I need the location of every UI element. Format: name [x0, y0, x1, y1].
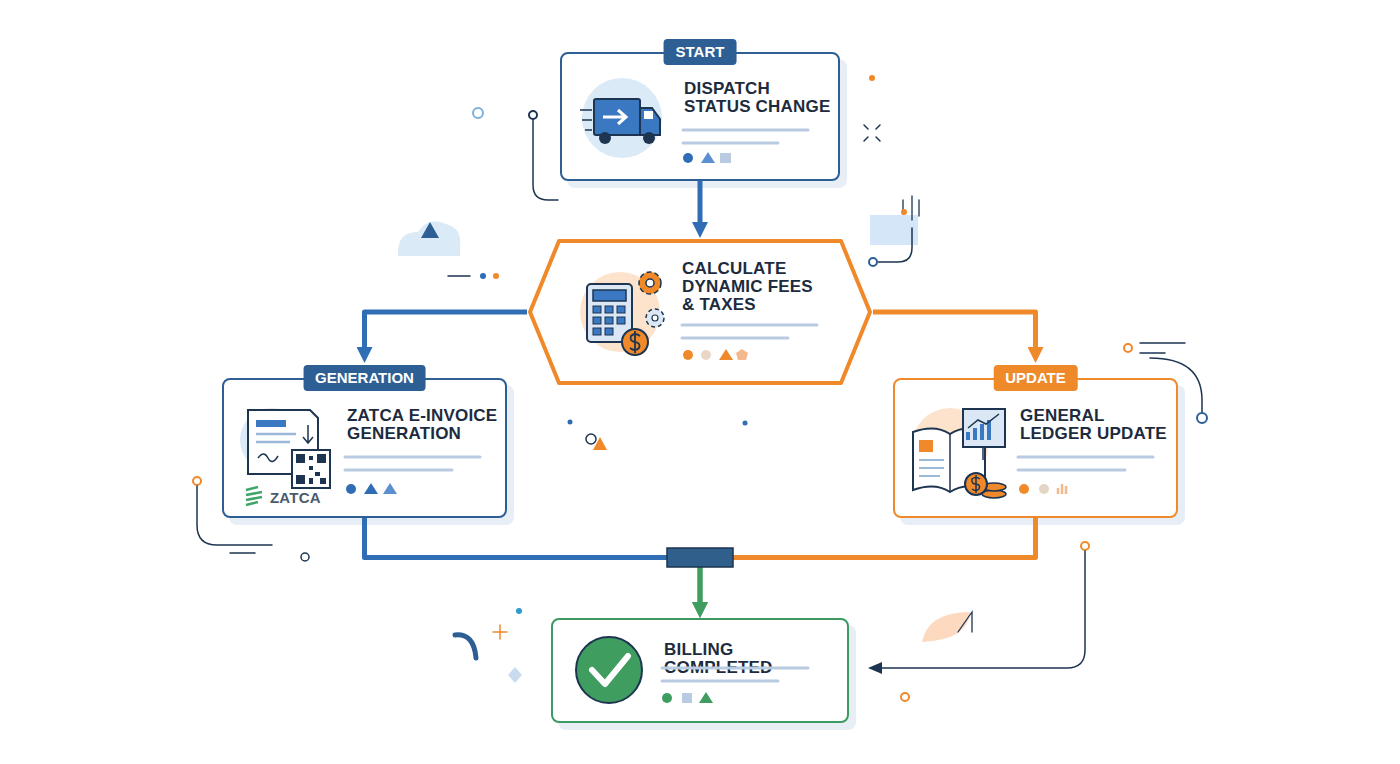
placeholder-lines [345, 130, 1153, 681]
invoice-icon [240, 408, 330, 505]
node-title: ZATCA E-INVOICE GENERATION [347, 407, 505, 443]
flow-connector [365, 312, 528, 349]
connector-line [698, 567, 703, 604]
logo-text: ZATCA [270, 489, 350, 507]
connector-line [365, 312, 528, 349]
node-title: BILLING COMPLETED [664, 641, 844, 677]
calculator-icon [580, 272, 664, 355]
flow-connector [365, 518, 701, 604]
status-glyphs [346, 152, 1066, 703]
connector-line [698, 567, 703, 604]
node-title: DISPATCH STATUS CHANGE [684, 80, 834, 116]
flow-connector [873, 312, 1036, 349]
truck-icon [580, 78, 662, 158]
node-tag: UPDATE [993, 365, 1078, 391]
process-box: GENERATIONZATCA E-INVOICE GENERATIONZATC… [222, 378, 507, 518]
hexagon-shape [530, 241, 870, 383]
node-title: CALCULATE DYNAMIC FEES & TAXES [682, 260, 822, 314]
process-box: UPDATEGENERAL LEDGER UPDATE [893, 378, 1178, 518]
node-tag: START [664, 39, 737, 65]
connector-line [698, 181, 703, 224]
connector-line [873, 312, 1036, 349]
connector-line [365, 518, 668, 558]
check-icon [576, 637, 642, 703]
flow-connector [700, 181, 701, 224]
node-title: GENERAL LEDGER UPDATE [1020, 407, 1175, 443]
start-box: STARTDISPATCH STATUS CHANGE [560, 52, 840, 181]
background-ornaments [193, 75, 1207, 701]
hexagon-outline [527, 238, 873, 386]
flow-connector [700, 518, 1036, 604]
node-tag: GENERATION [303, 365, 426, 391]
decision-hexagon: CALCULATE DYNAMIC FEES & TAXES [527, 238, 873, 386]
connector-line [733, 518, 1036, 558]
end-box: BILLING COMPLETED [551, 618, 849, 723]
ledger-icon [912, 408, 1006, 498]
merge-junction [667, 548, 733, 567]
